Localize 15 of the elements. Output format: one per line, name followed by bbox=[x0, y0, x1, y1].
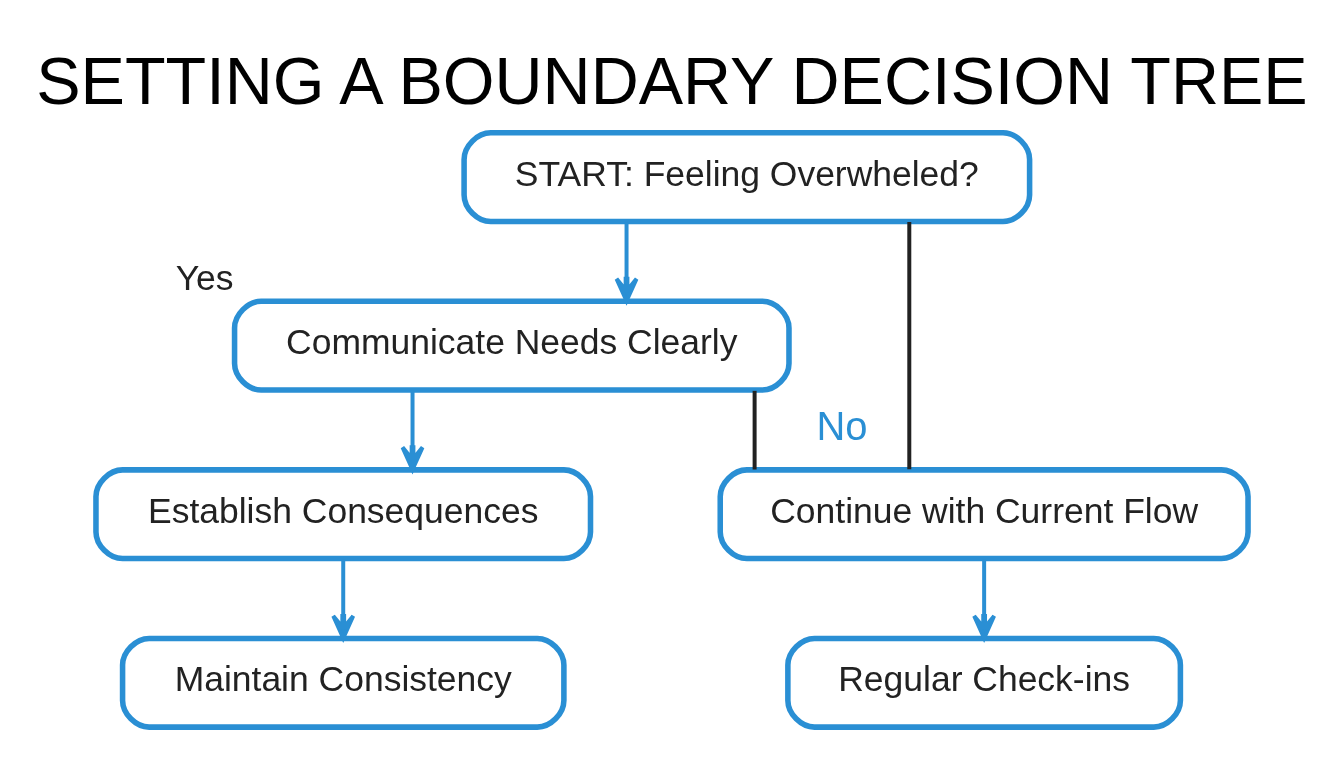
edge-label: No bbox=[816, 403, 868, 448]
arrow bbox=[400, 390, 425, 472]
node-box: START: Feeling Overwheled? bbox=[461, 129, 1033, 224]
node-box: Maintain Consistency bbox=[119, 635, 567, 730]
node-label: Yes bbox=[175, 257, 234, 298]
diagram-title: SETTING A BOUNDARY DECISION TREE bbox=[36, 43, 1308, 118]
node-box: Establish Consequences bbox=[93, 466, 594, 561]
node-box: Continue with Current Flow bbox=[717, 466, 1251, 561]
arrow bbox=[331, 558, 356, 640]
connector bbox=[907, 221, 912, 469]
arrow bbox=[972, 558, 997, 640]
node-box: Regular Check-ins bbox=[785, 635, 1184, 730]
connector bbox=[752, 390, 757, 470]
arrow bbox=[614, 221, 639, 303]
node-box: Communicate Needs Clearly bbox=[231, 298, 792, 393]
